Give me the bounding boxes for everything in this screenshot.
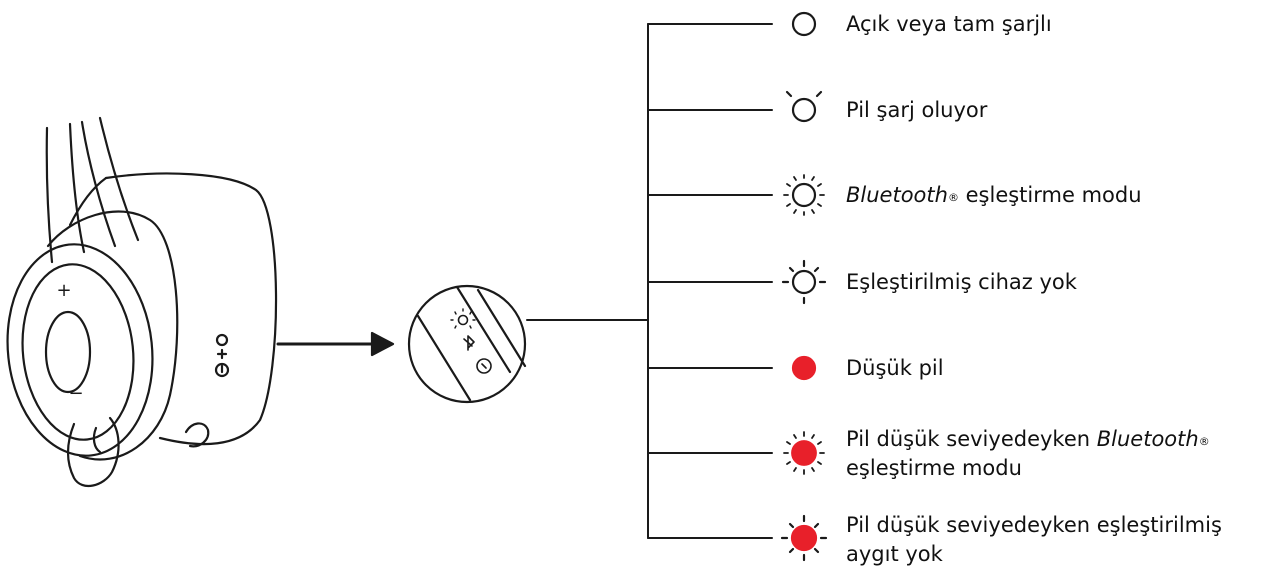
legend-label-low-pairing-line2: eşleştirme modu [846,456,1022,480]
volume-down-icon: − [68,383,83,404]
legend-label-low-no-device-line1: Pil düşük seviyedeyken eşleştirilmiş [846,513,1222,537]
ear-cup [104,172,278,446]
led-low-pairing-red-icon [783,431,825,475]
legend-label-low-no-device-line2: aygıt yok [846,542,943,566]
led-steady-white-icon [791,11,817,37]
led-pairing-white-icon [783,174,825,216]
legend-label-low-pairing: Pil düşük seviyedeyken Bluetooth® eşleşt… [846,425,1210,483]
ear-cushion [6,243,154,457]
led-low-no-device-red-icon [780,514,828,562]
led-low-battery-red-icon [791,355,817,381]
led-no-device-white-icon [781,259,827,305]
led-zoom-detail [407,284,527,404]
legend-label-low-no-device: Pil düşük seviyedeyken eşleştirilmiş ayg… [846,511,1222,569]
mute-button [214,362,230,378]
legend-label-on: Açık veya tam şarjlı [846,12,1052,36]
headband [45,126,54,264]
registered-mark: ® [947,191,959,204]
legend-label-no-device: Eşleştirilmiş cihaz yok [846,270,1077,294]
legend-label-low-pairing-pre: Pil düşük seviyedeyken [846,427,1097,451]
led-charging-icon [785,90,823,123]
bluetooth-icon [463,335,475,351]
registered-mark: ® [1198,435,1210,448]
power-button [215,333,229,347]
legend-label-pairing-rest: eşleştirme modu [958,183,1142,207]
legend-label-pairing: Bluetooth® eşleştirme modu [846,181,1142,210]
connector-lines [526,23,773,539]
center-button [44,310,92,394]
legend-label-charging: Pil şarj oluyor [846,98,988,122]
headset-illustration [6,116,278,488]
volume-up-icon: + [56,280,71,301]
arrow-right-icon [276,331,395,357]
led-icon [457,314,469,326]
legend-label-low-battery: Düşük pil [846,356,944,380]
mic-boom [66,416,120,488]
bluetooth-text: Bluetooth [846,183,948,207]
bluetooth-text: Bluetooth [1096,427,1199,451]
power-icon [476,358,492,374]
